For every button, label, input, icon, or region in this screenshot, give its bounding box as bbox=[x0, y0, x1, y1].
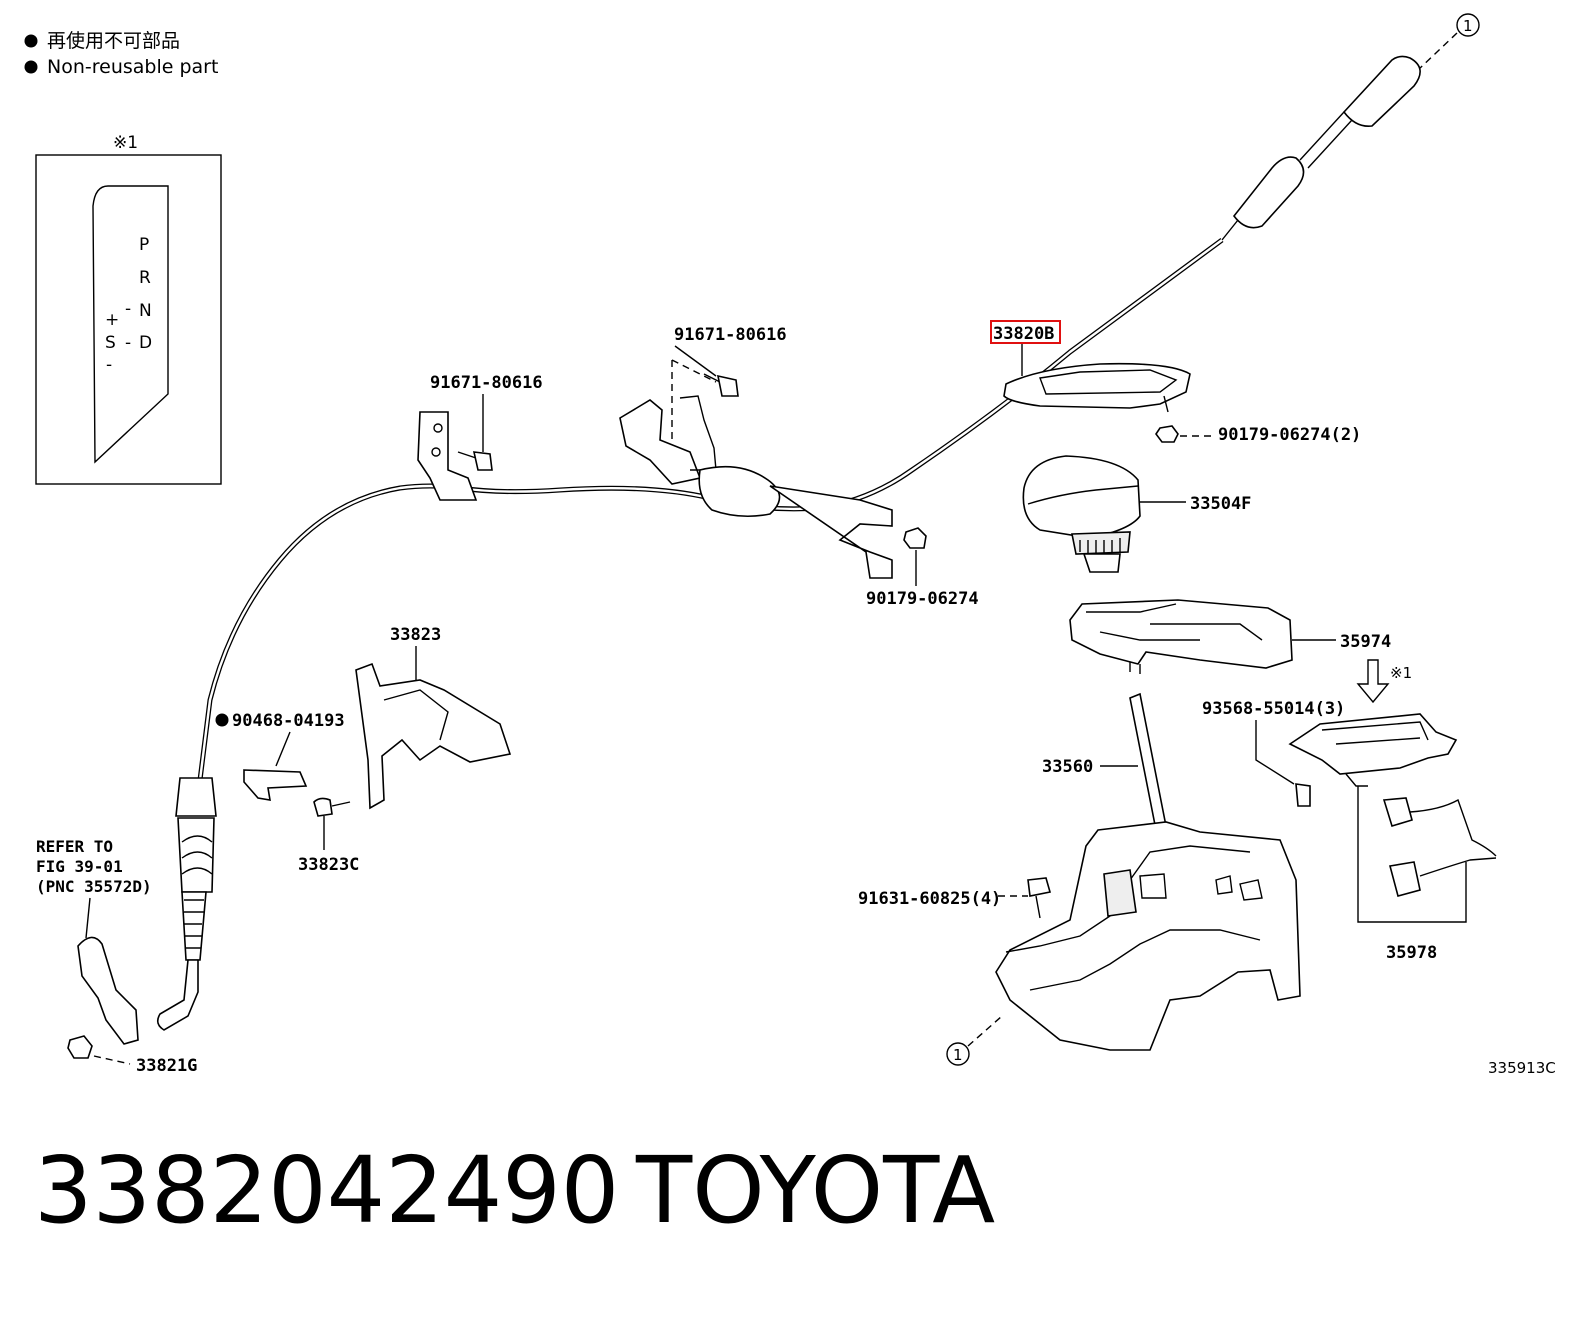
knob-stem bbox=[1082, 553, 1121, 573]
clip-body bbox=[243, 769, 308, 801]
callout-number: 1 bbox=[953, 1046, 963, 1064]
harness-bracket-line bbox=[1357, 786, 1467, 923]
gear-minus: - bbox=[106, 355, 112, 375]
cable-rod bbox=[181, 891, 207, 961]
shift-lock-solenoid bbox=[1103, 869, 1137, 917]
cable-end-eye bbox=[156, 959, 199, 1031]
inset-marker: ※1 bbox=[113, 133, 138, 153]
refer-line-3: (PNC 35572D) bbox=[36, 877, 152, 896]
label-33821g: 33821G bbox=[136, 1056, 197, 1076]
shift-knob-33504f: 33504F bbox=[1022, 455, 1251, 573]
cable-end-fitting bbox=[1342, 55, 1421, 128]
label-90468: 90468-04193 bbox=[232, 711, 345, 731]
cable-bracket-center bbox=[619, 399, 702, 485]
bolt-head bbox=[1027, 877, 1052, 897]
bolt-head bbox=[313, 797, 333, 817]
label-33823c: 33823C bbox=[298, 855, 359, 875]
knob-body bbox=[1022, 455, 1141, 539]
gear-dash-right: - bbox=[125, 299, 131, 319]
switch-and-harness: 93568-55014(3) 35978 bbox=[1202, 699, 1497, 963]
label-33820b: 33820B bbox=[993, 324, 1054, 344]
indicator-housing bbox=[1069, 599, 1293, 669]
shift-bezel-33820b bbox=[1003, 362, 1191, 409]
label-90179-2: 90179-06274(2) bbox=[1218, 425, 1361, 445]
gear-p: P bbox=[139, 235, 149, 255]
shift-lever-base bbox=[995, 821, 1301, 1051]
knob-collar bbox=[1071, 531, 1131, 555]
bolt-head bbox=[472, 451, 493, 471]
gear-s: S bbox=[105, 333, 116, 353]
shift-lever-rod bbox=[1129, 692, 1167, 832]
connector-lower bbox=[1389, 861, 1421, 897]
bracket-33823: 33823 bbox=[355, 625, 512, 810]
gear-n: N bbox=[139, 301, 152, 321]
callout-dashed-leader bbox=[1417, 32, 1458, 71]
label-35974: 35974 bbox=[1340, 632, 1391, 652]
nut-90179: 90179-06274 bbox=[866, 527, 979, 609]
refer-line-2: FIG 39-01 bbox=[36, 857, 123, 876]
label-91631: 91631-60825(4) bbox=[858, 889, 1001, 909]
nut-icon bbox=[67, 1035, 93, 1059]
nut-90179-pair: 90179-06274(2) bbox=[1155, 425, 1361, 445]
inset-reference-arrow: ※1 bbox=[1356, 659, 1412, 704]
cable-bracket-left bbox=[417, 411, 478, 501]
label-91671-left: 91671-80616 bbox=[430, 373, 543, 393]
non-reusable-bullet-icon bbox=[24, 60, 38, 74]
gate-plate-outline bbox=[92, 185, 169, 464]
label-93568: 93568-55014(3) bbox=[1202, 699, 1345, 719]
figure-id: 335913C bbox=[1488, 1059, 1556, 1077]
label-35978: 35978 bbox=[1386, 943, 1437, 963]
bolt-head bbox=[716, 374, 739, 397]
control-cable-assembly bbox=[156, 55, 1421, 1031]
shift-lever-link bbox=[77, 936, 139, 1045]
indicator-switch bbox=[1288, 713, 1458, 775]
caption-part-number: 3382042490 bbox=[34, 1137, 619, 1244]
label-90179: 90179-06274 bbox=[866, 589, 979, 609]
gear-dash-left: - bbox=[125, 333, 131, 353]
refer-note: REFER TO FIG 39-01 (PNC 35572D) 33821G bbox=[36, 837, 197, 1076]
cable-lower-fitting bbox=[175, 777, 217, 817]
callout-1-bottom: 1 bbox=[946, 1015, 1003, 1066]
label-33823: 33823 bbox=[390, 625, 441, 645]
non-reusable-bullet-icon bbox=[215, 713, 229, 727]
label-33560: 33560 bbox=[1042, 757, 1093, 777]
connector-upper bbox=[1382, 797, 1413, 827]
callout-1-top: 1 bbox=[1417, 13, 1480, 71]
nut-icon bbox=[903, 527, 927, 549]
label-91671-center: 91671-80616 bbox=[674, 325, 787, 345]
legend: 再使用不可部品 Non-reusable part bbox=[24, 30, 218, 78]
legend-japanese: 再使用不可部品 bbox=[47, 30, 180, 52]
cable-upper-sleeve bbox=[1232, 156, 1305, 229]
label-marker-x1: ※1 bbox=[1390, 664, 1412, 682]
caption-brand: TOYOTA bbox=[635, 1137, 995, 1244]
legend-english: Non-reusable part bbox=[47, 56, 218, 78]
highlight-box bbox=[990, 320, 1061, 344]
label-33820b-group: 33820B bbox=[990, 320, 1061, 376]
shift-pattern-inset: ※1 P R N D + S - - - bbox=[35, 133, 222, 485]
gear-d: D bbox=[139, 333, 152, 353]
callout-number: 1 bbox=[1463, 17, 1473, 35]
cable-grommet bbox=[698, 465, 781, 518]
down-arrow-icon bbox=[1356, 659, 1390, 704]
bolt-33823c: 33823C bbox=[298, 797, 359, 875]
cable-bracket-right bbox=[769, 485, 893, 579]
bolt-91671-center: 91671-80616 bbox=[671, 325, 787, 440]
gear-r: R bbox=[139, 268, 151, 288]
clip-90468: 90468-04193 bbox=[215, 711, 345, 801]
refer-line-1: REFER TO bbox=[36, 837, 113, 856]
shift-lever-33560: 33560 bbox=[995, 692, 1301, 1051]
bolt-91671-left: 91671-80616 bbox=[430, 373, 543, 471]
inset-frame bbox=[35, 154, 222, 485]
bracket-body bbox=[355, 662, 512, 810]
label-33504f: 33504F bbox=[1190, 494, 1251, 514]
screw-icon bbox=[1295, 783, 1311, 807]
non-reusable-bullet-icon bbox=[24, 34, 38, 48]
nut-icon bbox=[1155, 425, 1179, 443]
cable-boot bbox=[177, 817, 215, 893]
gear-plus: + bbox=[105, 310, 119, 330]
bolt-91631: 91631-60825(4) bbox=[858, 877, 1052, 919]
housing-35974: 35974 bbox=[1069, 599, 1391, 674]
